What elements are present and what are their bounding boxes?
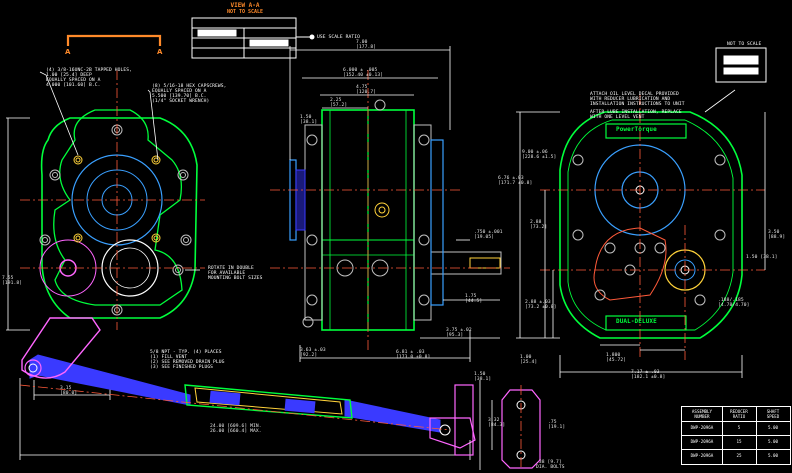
table-cell: 5.00 (767, 425, 779, 430)
table-header-ratio: REDUCER RATIO (730, 409, 748, 419)
note-plugs: 5/8 NPT - TYP. (4) PLACES (1) FILL VENT … (150, 350, 225, 370)
dim-center-2: 6.000 ± .005 [152.40 ±0.13] (343, 68, 384, 78)
left-view (39, 109, 198, 319)
brand-top: PowerTorque (616, 126, 657, 133)
table-cell: 15 (736, 439, 742, 444)
right-centerlines (540, 95, 765, 360)
dim-arm-length: 24.00 [609.6] MIN. 26.00 [660.4] MAX. (210, 424, 262, 434)
plate-note: USE SCALE RATIO (317, 35, 360, 40)
nts-right: NOT TO SCALE (727, 42, 762, 47)
dim-left-width: 3.15 [80.0] (60, 386, 78, 396)
dim-right-mid-h: 6.76 ±.03 [171.7 ±0.8] (498, 176, 533, 186)
note-tapped-holes: (4) 3/8-16UNC-2B TAPPED HOLES, 1.00 [25.… (46, 68, 132, 88)
left-bolts (39, 124, 192, 316)
dim-center-1: 7.00 [177.8] (356, 40, 377, 50)
table-cell: DWP-2096A (690, 425, 714, 430)
dim-center-base-1: 3.75 ±.02 [95.3] (446, 328, 472, 338)
dim-right-w3: 3.50 [88.9] (768, 230, 786, 240)
right-bolts (572, 154, 726, 306)
note-mounting: ROTATE IN DOUBLE FOR AVAILABLE MOUNTING … (208, 266, 263, 281)
dim-right-total-h: 9.00 ±.06 [228.6 ±1.5] (522, 150, 557, 160)
right-dimensions (516, 89, 766, 378)
dim-right-bottom-h: 2.88 [73.2] (530, 220, 548, 230)
section-marker (66, 34, 162, 46)
dim-center-3: 4.75 [120.7] (356, 85, 377, 95)
dim-clevis-2: 1.50 [38.1] (474, 372, 492, 382)
brand-bottom: DUAL-DELUXE (616, 318, 657, 325)
dim-clevis-3: .38 [9.7] DIA. BOLTS (536, 460, 565, 470)
right-plate (715, 47, 767, 83)
assembly-table: ASSEMBLY NUMBER REDUCER RATIO SHAFT SPEE… (681, 406, 791, 465)
dim-center-4: 2.25 [57.2] (330, 98, 348, 108)
center-bolts (302, 99, 430, 328)
dim-right-key: .188/.185 [4.78/4.70] (718, 298, 750, 308)
section-label-right: A (157, 48, 163, 56)
note-vent: AFTER LUBE INSTALLATION, REPLACE WITH ON… (590, 110, 682, 120)
left-centerlines (20, 70, 205, 330)
torque-arm (21, 317, 476, 449)
dim-clevis-1: 1.00 [25.4] (520, 355, 538, 365)
dim-clevis-5: .75 [19.1] (548, 420, 566, 430)
table-cell: 25 (736, 453, 742, 458)
dim-center-right: .750 ±.001 [19.05] (474, 230, 503, 240)
table-header-speed: SHAFT SPEED (766, 409, 780, 419)
table-cell: DWP-2096A (690, 439, 714, 444)
table-cell: DWP-2096A (690, 453, 714, 458)
dim-left-height: 7.55 [191.8] (2, 276, 23, 286)
table-cell: 5 (737, 425, 741, 430)
center-centerlines (270, 70, 510, 350)
left-dimensions (6, 71, 200, 400)
dim-center-base-2: 3.63 ±.03 [92.2] (300, 348, 326, 358)
dim-right-low-h: 2.88 ±.03 [73.2 ±0.8] (525, 300, 557, 310)
clevis-detail (454, 380, 541, 470)
dim-right-w2: 1.800 [45.72] (606, 353, 627, 363)
view-title: VIEW A-A (230, 2, 260, 9)
right-view (559, 111, 743, 339)
section-label-left: A (65, 48, 71, 56)
view-subtitle: NOT TO SCALE (226, 9, 264, 15)
note-cap-screws: (8) 5/16-18 HEX CAPSCREWS, EQUALLY SPACE… (152, 84, 227, 104)
table-header-assembly: ASSEMBLY NUMBER (691, 409, 713, 419)
arm-dimensions (19, 378, 471, 460)
center-dimensions (289, 46, 500, 362)
table-cell: 5.00 (767, 439, 779, 444)
top-plate (191, 17, 310, 59)
dim-right-w4: 1.50 [38.1] (746, 255, 778, 260)
dim-center-base-3: 6.81 ± .03 [173.0 ±0.8] (396, 350, 431, 360)
dim-right-total-w: 7.17 ± .03 [182.1 ±0.8] (631, 370, 666, 380)
note-decal: ATTACH OIL LEVEL DECAL PROVIDED WITH RED… (590, 92, 685, 107)
dim-clevis-4: 3.32 [84.3] (488, 418, 506, 428)
dim-center-5: 1.50 [38.1] (300, 115, 318, 125)
table-cell: 5.00 (767, 453, 779, 458)
dim-center-shaft: 1.75 [44.5] (465, 294, 483, 304)
callout-dot (309, 34, 315, 40)
